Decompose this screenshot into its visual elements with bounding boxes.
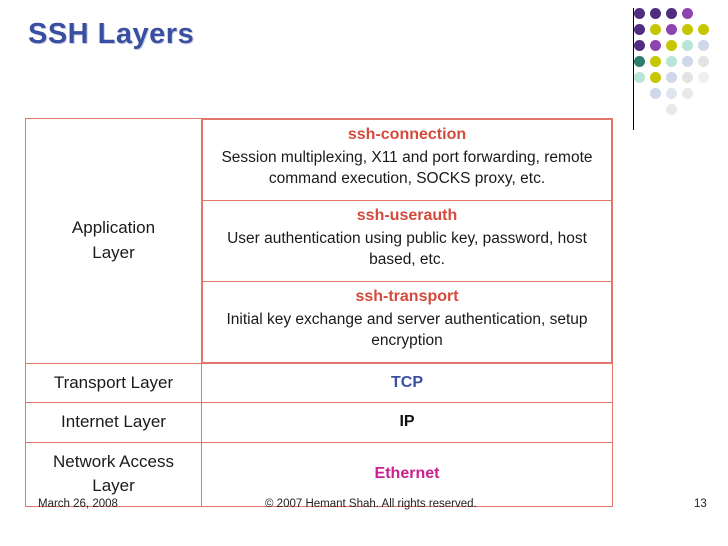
- footer-date: March 26, 2008: [38, 498, 118, 510]
- protocol-name-ssh-connection: ssh-connection: [347, 126, 467, 143]
- protocol-value-ip: IP: [399, 413, 415, 431]
- protocol-value-tcp: TCP: [391, 373, 423, 391]
- footer-copyright: © 2007 Hemant Shah. All rights reserved.: [265, 498, 477, 510]
- page-title: SSH Layers: [28, 18, 195, 50]
- protocol-name-ssh-transport: ssh-transport: [355, 287, 459, 305]
- protocol-row-ssh-transport: ssh-transport Initial key exchange and s…: [202, 280, 612, 363]
- layer-label-internet: Internet Layer: [61, 412, 166, 432]
- application-protocol-table: ssh-connection Session multiplexing, X11…: [202, 119, 612, 363]
- protocol-desc-ssh-userauth: User authentication using public key, pa…: [227, 229, 587, 268]
- protocol-row-ssh-userauth: ssh-userauth User authentication using p…: [202, 199, 612, 282]
- dot-grid-decoration: [634, 8, 714, 128]
- table-row-internet: Internet Layer IP: [25, 402, 613, 443]
- protocol-desc-ssh-transport: Initial key exchange and server authenti…: [226, 310, 588, 349]
- protocol-row-ssh-connection: ssh-connection Session multiplexing, X11…: [202, 119, 612, 201]
- protocol-desc-ssh-connection: Session multiplexing, X11 and port forwa…: [221, 149, 593, 187]
- table-row-transport: Transport Layer TCP: [25, 362, 613, 404]
- layer-label-transport: Transport Layer: [53, 372, 174, 392]
- protocol-value-ethernet: Ethernet: [374, 465, 440, 483]
- footer-page-number: 13: [694, 498, 707, 510]
- protocol-name-ssh-userauth: ssh-userauth: [356, 206, 458, 224]
- header-divider: [633, 8, 634, 130]
